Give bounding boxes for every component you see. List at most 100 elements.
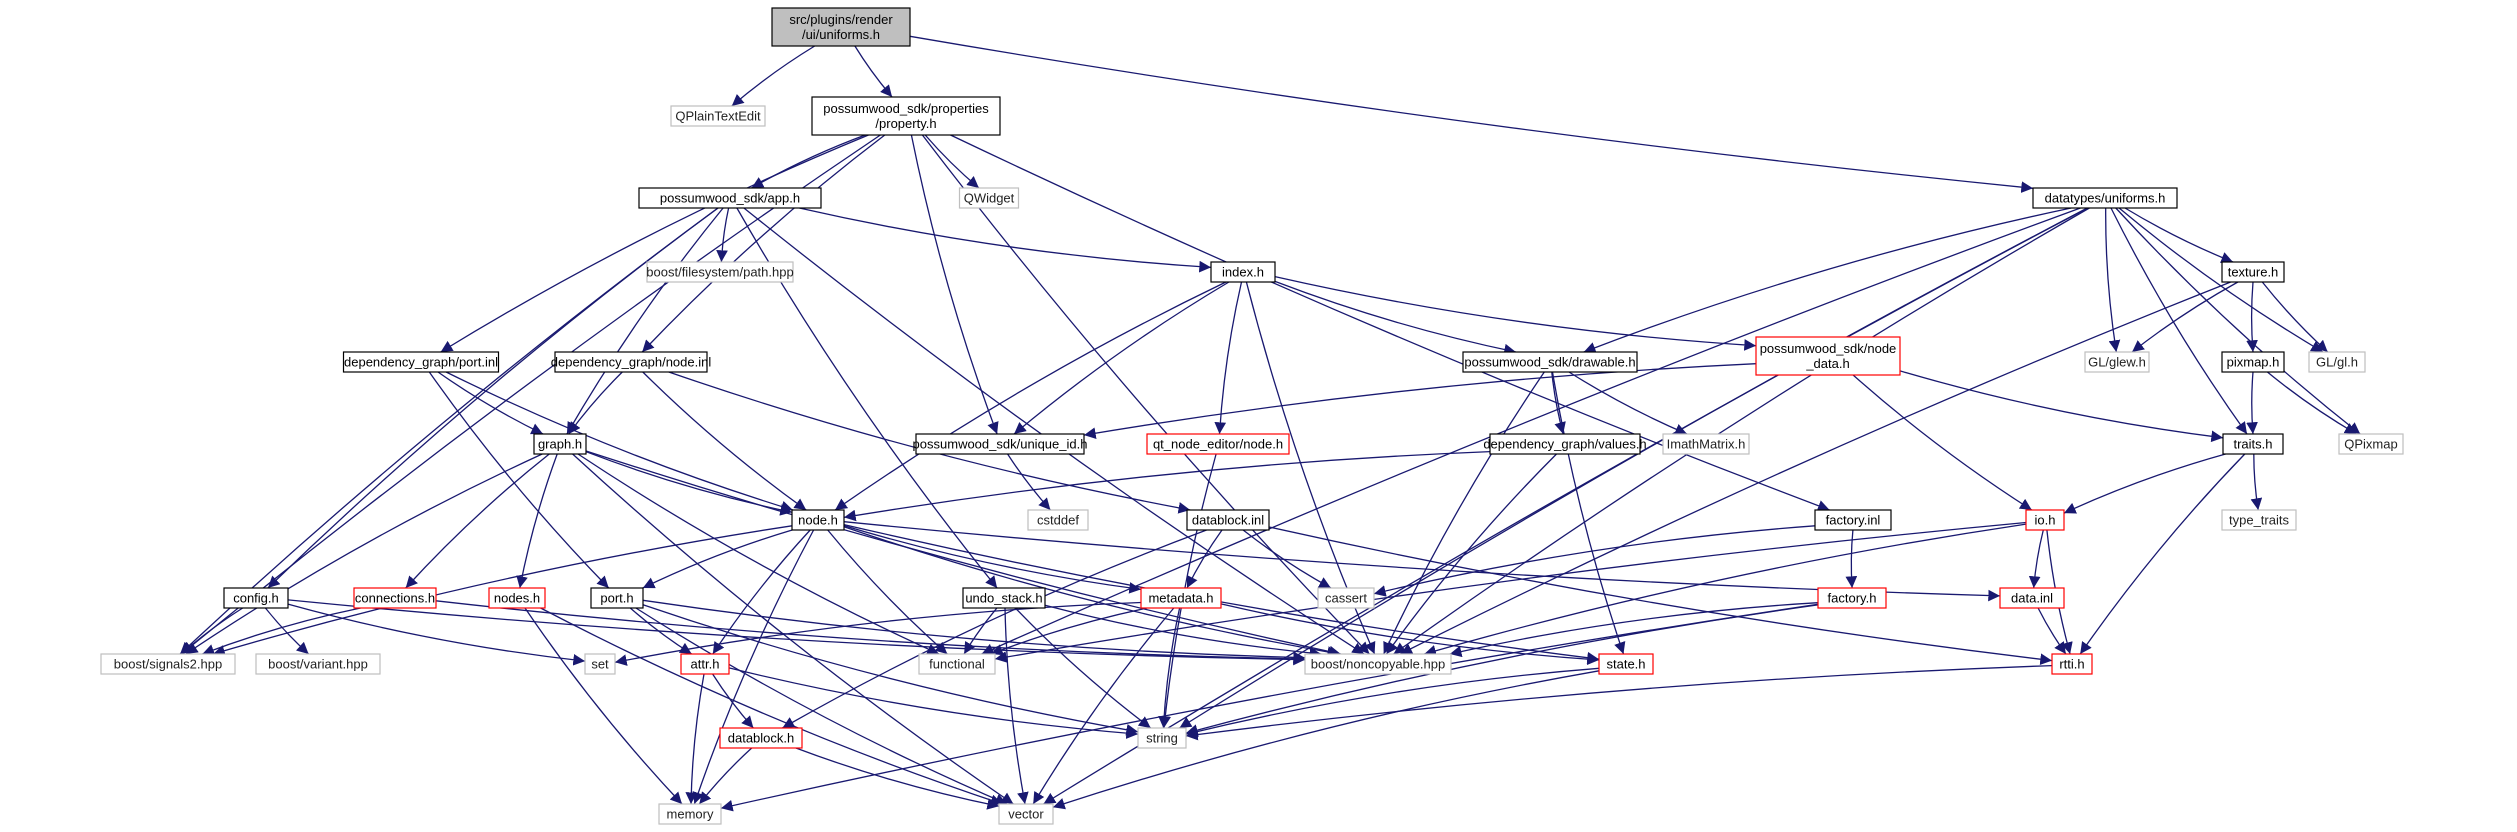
edge-datatypes_uniforms-to-gl_glew — [2105, 207, 2121, 353]
edge-config_h-to-boost_signals2 — [180, 607, 244, 655]
node-nodes-h[interactable]: nodes.h — [488, 587, 546, 609]
edge-nodes_h-to-vector — [540, 607, 1003, 806]
node-io-h[interactable]: io.h — [2025, 509, 2065, 531]
node-box — [1027, 509, 1089, 531]
edge-datablock_h-to-memory — [698, 747, 753, 805]
node-label: string — [1146, 731, 1178, 746]
node-qpixmap: QPixmap — [2338, 433, 2404, 455]
node-box — [2222, 433, 2284, 455]
node-graph-h[interactable]: graph.h — [533, 433, 587, 455]
node-drawable-h[interactable]: possumwood_sdk/drawable.h — [1462, 351, 1638, 373]
node-box — [488, 587, 546, 609]
edge-node_inl-to-node_h — [642, 371, 807, 511]
node-box — [658, 803, 722, 825]
node-values-h[interactable]: dependency_graph/values.h — [1483, 433, 1647, 455]
edge-rtti_h-to-string — [1185, 664, 2053, 741]
edge-property_h-to-app_h — [751, 134, 866, 189]
edge-port_h-to-vector — [635, 607, 1008, 805]
node-box — [771, 7, 911, 47]
node-label: GL/gl.h — [2316, 355, 2358, 370]
node-label: node.h — [798, 513, 838, 528]
edge-port_h-to-string — [642, 604, 1139, 736]
edge-index_h-to-qt_node_editor_node — [1214, 281, 1243, 435]
node-box — [1814, 509, 1892, 531]
node-gl-glew: GL/glew.h — [2084, 351, 2150, 373]
node-property-h[interactable]: possumwood_sdk/properties/property.h — [811, 96, 1001, 136]
node-box — [1137, 727, 1187, 749]
node-label: memory — [667, 807, 714, 822]
edge-port_inl-to-node_h — [445, 371, 794, 513]
node-datablock-inl[interactable]: datablock.inl — [1186, 509, 1270, 531]
edge-nodes_h-to-memory — [524, 607, 683, 805]
node-undo-stack-h[interactable]: undo_stack.h — [962, 587, 1046, 609]
edge-port_inl-to-graph_h — [437, 371, 544, 435]
edge-datatypes_uniforms-to-vector — [1043, 207, 2088, 805]
node-port-h[interactable]: port.h — [590, 587, 644, 609]
edge-datatypes_uniforms-to-drawable_h — [1583, 207, 2072, 354]
node-texture-h[interactable]: texture.h — [2221, 261, 2285, 283]
node-metadata-h[interactable]: metadata.h — [1140, 587, 1222, 609]
node-connections-h[interactable]: connections.h — [353, 587, 437, 609]
node-qt-node-editor-node[interactable]: qt_node_editor/node.h — [1146, 433, 1290, 455]
node-box — [2221, 509, 2297, 531]
node-box — [223, 587, 289, 609]
node-label: possumwood_sdk/node — [1760, 341, 1897, 356]
node-port-inl[interactable]: dependency_graph/port.inl — [342, 351, 500, 373]
node-label: dependency_graph/port.inl — [344, 355, 498, 370]
node-box — [962, 587, 1046, 609]
node-datatypes-uniforms[interactable]: datatypes/uniforms.h — [2032, 187, 2178, 209]
edge-property_h-to-unique_id_h — [910, 134, 999, 435]
node-node-h[interactable]: node.h — [791, 509, 845, 531]
node-label: ImathMatrix.h — [1667, 437, 1746, 452]
edge-texture_h-to-gl_gl — [2261, 281, 2329, 353]
edge-factory_inl-to-factory_h — [1845, 529, 1858, 589]
node-boost-noncopyable: boost/noncopyable.hpp — [1304, 653, 1452, 675]
node-label: type_traits — [2229, 513, 2289, 528]
edge-app_h-to-graph_h — [566, 207, 724, 435]
node-attr-h[interactable]: attr.h — [680, 653, 730, 675]
node-datablock-h[interactable]: datablock.h — [719, 727, 803, 749]
node-box — [2308, 351, 2366, 373]
node-data-inl[interactable]: data.inl — [1999, 587, 2065, 609]
node-label: metadata.h — [1148, 591, 1213, 606]
edge-unique_id_h-to-cstddef — [1007, 453, 1051, 511]
node-node-inl[interactable]: dependency_graph/node.inl — [551, 351, 712, 373]
node-cstddef: cstddef — [1027, 509, 1089, 531]
node-state-h[interactable]: state.h — [1598, 653, 1654, 675]
node-label: vector — [1008, 807, 1044, 822]
node-qplaintextedit: QPlainTextEdit — [670, 105, 766, 127]
edge-app_h-to-boost_fs_path — [716, 207, 730, 263]
edge-app_h-to-index_h — [799, 207, 1212, 273]
node-box — [791, 509, 845, 531]
node-index-h[interactable]: index.h — [1210, 261, 1276, 283]
node-config-h[interactable]: config.h — [223, 587, 289, 609]
node-box — [1210, 261, 1276, 283]
edge-node_data_h-to-io_h — [1852, 374, 2033, 511]
node-box — [2051, 653, 2093, 675]
edge-drawable_h-to-imath_matrix — [1568, 371, 1688, 435]
node-traits-h[interactable]: traits.h — [2222, 433, 2284, 455]
node-label: functional — [929, 657, 985, 672]
node-unique-id-h[interactable]: possumwood_sdk/unique_id.h — [913, 433, 1088, 455]
node-factory-inl[interactable]: factory.inl — [1814, 509, 1892, 531]
node-boost-fs-path: boost/filesystem/path.hpp — [646, 261, 794, 283]
node-node-data-h[interactable]: possumwood_sdk/node_data.h — [1755, 336, 1901, 376]
node-uniforms-ui[interactable]: src/plugins/render/ui/uniforms.h — [771, 7, 911, 47]
edge-values_h-to-boost_noncopyable — [1385, 453, 1557, 655]
node-box — [2084, 351, 2150, 373]
node-box — [670, 105, 766, 127]
edge-node_data_h-to-unique_id_h — [1083, 363, 1757, 439]
edge-factory_inl-to-cassert — [1373, 525, 1816, 597]
edge-node_h-to-boost_noncopyable — [843, 526, 1340, 658]
node-label: connections.h — [355, 591, 435, 606]
node-label: QPlainTextEdit — [675, 109, 761, 124]
node-box — [1598, 653, 1654, 675]
edge-data_inl-to-rtti_h — [2037, 607, 2067, 655]
node-factory-h[interactable]: factory.h — [1817, 587, 1887, 609]
node-label: cassert — [1325, 591, 1367, 606]
node-box — [1489, 433, 1641, 455]
node-pixmap-h[interactable]: pixmap.h — [2221, 351, 2285, 373]
node-app-h[interactable]: possumwood_sdk/app.h — [638, 187, 822, 209]
edge-io_h-to-data_inl — [2028, 529, 2044, 589]
node-rtti-h[interactable]: rtti.h — [2051, 653, 2093, 675]
